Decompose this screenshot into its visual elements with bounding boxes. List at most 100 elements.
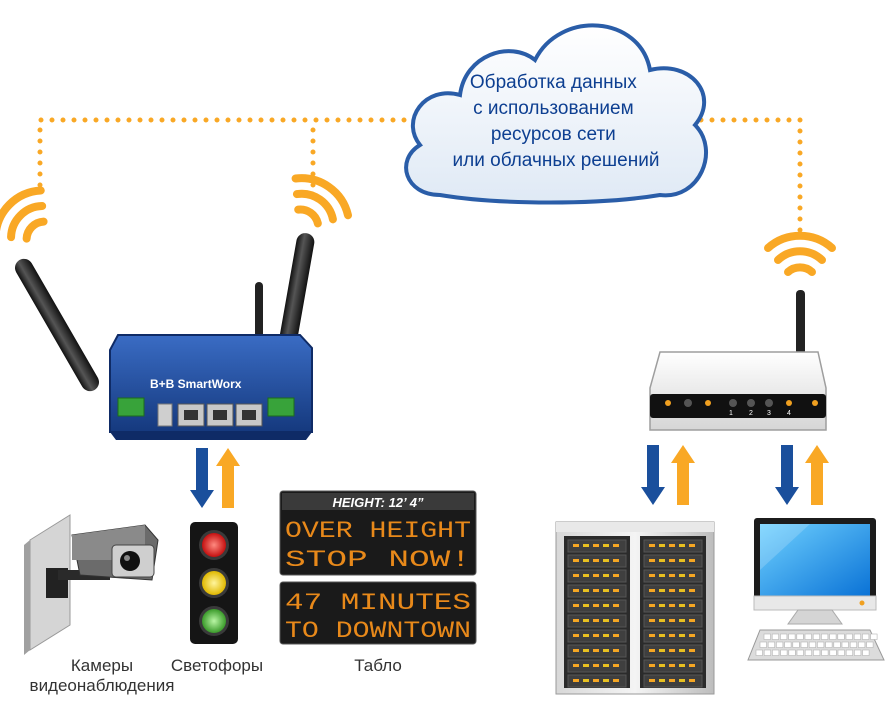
cloud-line-4: или облачных решений <box>453 150 660 171</box>
rack-led <box>679 604 685 607</box>
arrow-down-icon <box>775 445 799 505</box>
rack-led <box>659 589 665 592</box>
rack-led <box>669 679 675 682</box>
rack-led <box>689 664 695 667</box>
keyboard-key <box>808 641 817 648</box>
rack-led <box>659 574 665 577</box>
keyboard-key <box>755 649 763 656</box>
rack-led <box>669 559 675 562</box>
keyboard-key <box>817 641 825 648</box>
keyboard-key <box>866 641 874 648</box>
sign1-line-1: OVER HEIGHT <box>285 518 471 544</box>
keyboard-key <box>845 649 854 656</box>
rack-led <box>603 649 609 652</box>
rack-led <box>583 649 589 652</box>
keyboard-keys <box>755 633 878 656</box>
rack-led <box>659 634 665 637</box>
rack-led <box>603 574 609 577</box>
keyboard-key <box>813 649 821 656</box>
keyboard-key <box>771 633 780 640</box>
rack-led <box>583 634 589 637</box>
dotted-link-left <box>37 117 423 188</box>
keyboard-key <box>804 633 812 640</box>
keyboard-key <box>829 633 837 640</box>
rack-led <box>659 649 665 652</box>
rack-led <box>583 664 589 667</box>
sign2-line-1: 47 MINUTES <box>285 590 471 616</box>
rack-led <box>603 619 609 622</box>
rack-led <box>573 649 579 652</box>
keyboard-key <box>837 633 845 640</box>
keyboard-key <box>763 633 771 640</box>
rack-led <box>669 649 675 652</box>
rack-led <box>593 649 599 652</box>
rack-led <box>593 634 599 637</box>
arrow-up-icon <box>671 445 695 505</box>
keyboard-key <box>849 641 858 648</box>
label-cameras-line-2: видеонаблюдения <box>29 676 175 695</box>
rack-led <box>679 679 685 682</box>
traffic-light <box>190 522 238 644</box>
keyboard-key <box>776 641 784 648</box>
keyboard-key <box>854 649 862 656</box>
wifi-router-antenna <box>796 290 805 355</box>
rack-led <box>669 634 675 637</box>
keyboard-key <box>780 649 788 656</box>
wifi-signal-icon-right <box>764 231 836 276</box>
arrow-up-icon <box>216 448 240 508</box>
label-cameras: Камеры видеонаблюдения <box>22 656 182 696</box>
rack-led <box>593 574 599 577</box>
port-label-3: 3 <box>767 410 771 417</box>
industrial-router: B+B SmartWorx <box>15 233 315 440</box>
red-light-icon <box>202 533 226 557</box>
router-terminal-left <box>117 397 145 417</box>
cloud-line-1: Обработка данных <box>470 72 637 93</box>
rack-led <box>593 619 599 622</box>
keyboard-key <box>845 633 853 640</box>
rack-led <box>613 619 619 622</box>
keyboard-key <box>792 641 800 648</box>
arrow-down-icon <box>190 448 214 508</box>
rack-led <box>689 589 695 592</box>
arrow-pair-server <box>641 445 695 505</box>
rack-led <box>613 664 619 667</box>
rack-led <box>659 604 665 607</box>
rack-led <box>649 589 655 592</box>
keyboard-key <box>853 633 862 640</box>
yellow-light-icon <box>202 571 226 595</box>
rack-led <box>669 664 675 667</box>
rack-led <box>573 559 579 562</box>
keyboard-key <box>788 649 796 656</box>
rack-led <box>679 589 685 592</box>
rack-led <box>659 664 665 667</box>
keyboard-key <box>821 649 829 656</box>
rack-led <box>603 679 609 682</box>
wifi-router: 1 2 3 4 <box>649 290 827 431</box>
rack-led <box>669 574 675 577</box>
green-light-icon <box>202 609 226 633</box>
rack-led <box>593 544 599 547</box>
led-sign-height: HEIGHT: 12’ 4” OVER HEIGHT STOP NOW! <box>279 490 477 576</box>
keyboard-key <box>796 633 804 640</box>
wifi-signal-icon-left <box>0 186 48 243</box>
keyboard-key <box>767 641 776 648</box>
rack-led <box>613 679 619 682</box>
wifi-router-front-panel <box>650 394 826 418</box>
label-signs: Табло <box>354 656 402 675</box>
wifi-signal-icon-center <box>291 174 353 228</box>
keyboard-key <box>804 649 813 656</box>
rack-led <box>659 559 665 562</box>
keyboard-key <box>763 649 772 656</box>
port-label-2: 2 <box>749 410 753 417</box>
router-terminal-right <box>267 397 295 417</box>
cloud-line-2: с использованием <box>473 98 634 119</box>
rack-led <box>669 619 675 622</box>
rack-led <box>669 544 675 547</box>
keyboard-key <box>837 649 845 656</box>
rack-led <box>583 559 589 562</box>
rack-led <box>679 544 685 547</box>
arrow-up-icon <box>805 445 829 505</box>
keyboard-key <box>862 649 870 656</box>
sign2-line-2: TO DOWNTOWN <box>285 618 471 644</box>
